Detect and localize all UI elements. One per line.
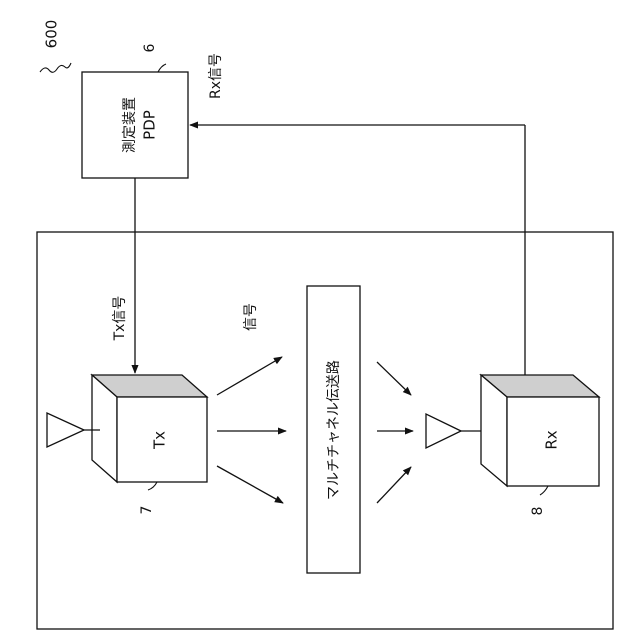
signal-label: 信号 [243, 303, 259, 331]
multichannel-path-block: マルチチャネル伝送路 [307, 286, 360, 573]
figure-number-text: 600 [43, 20, 61, 49]
pdp-block-line2: 測定装置 [122, 97, 138, 153]
rx-signal-label: Rx信号 [208, 53, 224, 99]
pdp-measurement-block: PDP 測定装置 6 [82, 43, 188, 178]
transmit-arrows [217, 357, 286, 503]
pdp-block-line1: PDP [141, 110, 159, 140]
tx-block-label: Tx [151, 431, 169, 450]
tx-antenna-triangle [47, 413, 84, 447]
rx-block-label: Rx [543, 430, 561, 449]
receive-arrows [377, 362, 413, 503]
rx-ref-number: 8 [530, 507, 546, 516]
rx-block: Rx 8 [481, 375, 599, 515]
tx-signal-label: Tx信号 [112, 296, 128, 342]
figure-leader-squiggle [40, 63, 71, 72]
figure-number: 600 [40, 20, 71, 73]
receive-arrow-upper [377, 362, 411, 395]
multichannel-path-label: マルチチャネル伝送路 [326, 360, 342, 500]
rx-ref-leader [540, 486, 548, 495]
tx-block: Tx 7 [92, 375, 207, 514]
receive-arrow-lower [377, 467, 411, 503]
transmit-arrow-upper [217, 357, 282, 395]
pdp-ref-number: 6 [142, 43, 158, 52]
pdp-ref-leader [158, 64, 166, 72]
tx-ref-number: 7 [139, 506, 155, 515]
rx-antenna-triangle [426, 414, 461, 448]
tx-signal-path: Tx信号 [112, 178, 135, 373]
tx-ref-leader [148, 482, 157, 490]
transmit-arrow-lower [217, 466, 283, 503]
